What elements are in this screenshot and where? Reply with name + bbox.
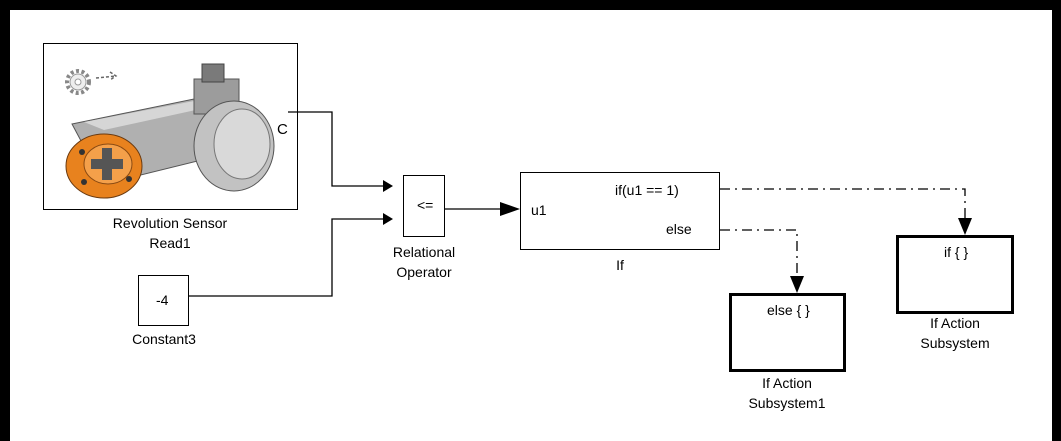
constant-value: -4 (156, 292, 169, 308)
if-subsystem-label: if { } (944, 244, 969, 260)
wire-sensor-to-relop (288, 111, 383, 187)
else-subsystem-label: else { } (767, 302, 810, 318)
relop-caption: Relational Operator (374, 242, 474, 282)
gear-icon (65, 69, 91, 95)
sensor-caption-line2: Read1 (149, 235, 191, 251)
arrow-relop-in1 (383, 180, 393, 192)
arrow-if-subsystem-in (958, 218, 972, 235)
direction-arrow-icon (95, 71, 118, 81)
wire-constant-to-relop (189, 218, 383, 297)
if-block[interactable]: u1 if(u1 == 1) else (520, 172, 720, 250)
if-action-subsystem[interactable]: if { } (896, 235, 1014, 314)
if-subsystem-caption-line2: Subsystem (920, 335, 990, 351)
else-subsystem-caption-line2: Subsystem1 (748, 395, 826, 411)
wire-if-to-if-subsystem (720, 188, 966, 218)
if-input-label: u1 (531, 202, 547, 218)
sensor-port-label: C (277, 121, 288, 138)
arrow-if-in (500, 202, 520, 216)
sensor-caption: Revolution Sensor Read1 (80, 213, 260, 253)
constant-block[interactable]: -4 (138, 275, 189, 326)
if-caption: If (616, 257, 624, 273)
else-subsystem-caption-line1: If Action (762, 375, 812, 391)
arrow-relop-in2 (383, 213, 393, 225)
constant-caption: Constant3 (132, 331, 196, 347)
sensor-caption-line1: Revolution Sensor (112, 215, 228, 231)
else-action-subsystem[interactable]: else { } (729, 293, 846, 372)
relational-operator-block[interactable]: <= (403, 175, 445, 237)
arrow-else-subsystem-in (790, 276, 804, 293)
if-subsystem-caption: If Action Subsystem (895, 313, 1015, 353)
motor-image (65, 63, 275, 199)
revolution-sensor-block[interactable]: C (43, 43, 298, 210)
relop-symbol: <= (417, 197, 434, 213)
if-subsystem-caption-line1: If Action (930, 315, 980, 331)
if-else-label: else (666, 221, 692, 237)
else-subsystem-caption: If Action Subsystem1 (727, 373, 847, 413)
if-condition-label: if(u1 == 1) (615, 182, 679, 198)
relop-caption-line1: Relational (392, 244, 456, 260)
wire-else-to-else-subsystem (720, 229, 798, 276)
relop-caption-line2: Operator (396, 264, 452, 280)
